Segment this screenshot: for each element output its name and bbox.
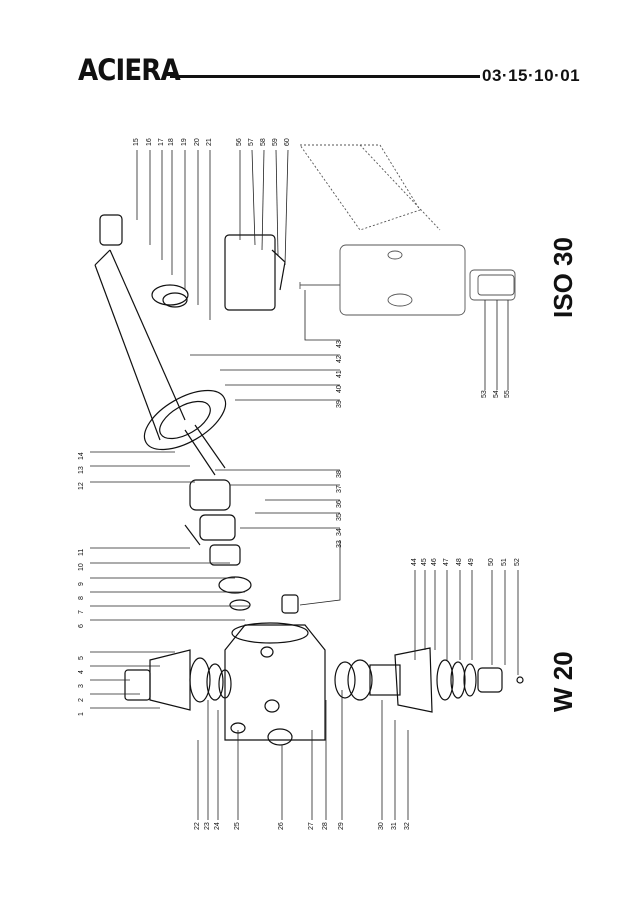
callout-20: 20 xyxy=(194,138,201,146)
callout-30: 30 xyxy=(378,822,385,830)
callout-42: 42 xyxy=(336,355,343,363)
callout-21: 21 xyxy=(206,138,213,146)
callout-29: 29 xyxy=(338,822,345,830)
callout-41: 41 xyxy=(336,370,343,378)
callout-8: 8 xyxy=(78,596,85,600)
callout-33: 33 xyxy=(336,540,343,548)
callout-6: 6 xyxy=(78,624,85,628)
callout-50: 50 xyxy=(488,558,495,566)
callout-27: 27 xyxy=(308,822,315,830)
callout-17: 17 xyxy=(158,138,165,146)
callout-25: 25 xyxy=(234,822,241,830)
callout-40: 40 xyxy=(336,385,343,393)
callout-19: 19 xyxy=(181,138,188,146)
shaft-gear-stack xyxy=(184,234,299,614)
model-label-iso30: ISO 30 xyxy=(548,237,578,318)
callout-46: 46 xyxy=(431,558,438,566)
callout-16: 16 xyxy=(146,138,153,146)
callout-14: 14 xyxy=(78,452,85,460)
callout-37: 37 xyxy=(336,485,343,493)
callout-31: 31 xyxy=(391,822,398,830)
callout-12: 12 xyxy=(78,482,85,490)
callout-56: 56 xyxy=(236,138,243,146)
callout-26: 26 xyxy=(278,822,285,830)
callout-55: 55 xyxy=(504,390,511,398)
callout-45: 45 xyxy=(421,558,428,566)
callout-53: 53 xyxy=(481,390,488,398)
callout-35: 35 xyxy=(336,513,343,521)
callout-32: 32 xyxy=(404,822,411,830)
callout-38: 38 xyxy=(336,470,343,478)
callout-23: 23 xyxy=(204,822,211,830)
iso30-head-assembly xyxy=(299,144,516,316)
header-rule xyxy=(170,75,480,78)
callout-28: 28 xyxy=(322,822,329,830)
leader-lines xyxy=(90,149,519,820)
callout-13: 13 xyxy=(78,466,85,474)
callout-58: 58 xyxy=(260,138,267,146)
callout-49: 49 xyxy=(468,558,475,566)
callout-2: 2 xyxy=(78,698,85,702)
callout-4: 4 xyxy=(78,670,85,674)
callout-1: 1 xyxy=(78,712,85,716)
model-label-w20: W 20 xyxy=(548,651,578,712)
callout-18: 18 xyxy=(168,138,175,146)
w20-output-assembly xyxy=(334,647,524,713)
callout-59: 59 xyxy=(272,138,279,146)
callout-5: 5 xyxy=(78,656,85,660)
document-number: 03·15·10·01 xyxy=(482,66,581,85)
w20-input-assembly xyxy=(124,649,232,711)
callout-47: 47 xyxy=(443,558,450,566)
callout-43: 43 xyxy=(336,340,343,348)
callout-34: 34 xyxy=(336,528,343,536)
callout-44: 44 xyxy=(411,558,418,566)
callout-22: 22 xyxy=(194,822,201,830)
callout-15: 15 xyxy=(133,138,140,146)
motor-assembly xyxy=(94,214,227,476)
callout-10: 10 xyxy=(78,563,85,571)
callout-39: 39 xyxy=(336,400,343,408)
callout-52: 52 xyxy=(514,558,521,566)
callout-51: 51 xyxy=(501,558,508,566)
callout-11: 11 xyxy=(78,548,85,556)
callout-48: 48 xyxy=(456,558,463,566)
callout-9: 9 xyxy=(78,582,85,586)
brand-logo: ACIERA xyxy=(78,53,181,87)
callout-7: 7 xyxy=(78,610,85,614)
callout-3: 3 xyxy=(78,684,85,688)
callout-36: 36 xyxy=(336,500,343,508)
callout-24: 24 xyxy=(214,822,221,830)
callout-57: 57 xyxy=(248,138,255,146)
callout-60: 60 xyxy=(284,138,291,146)
gearbox-housing xyxy=(224,622,326,746)
callout-54: 54 xyxy=(493,390,500,398)
